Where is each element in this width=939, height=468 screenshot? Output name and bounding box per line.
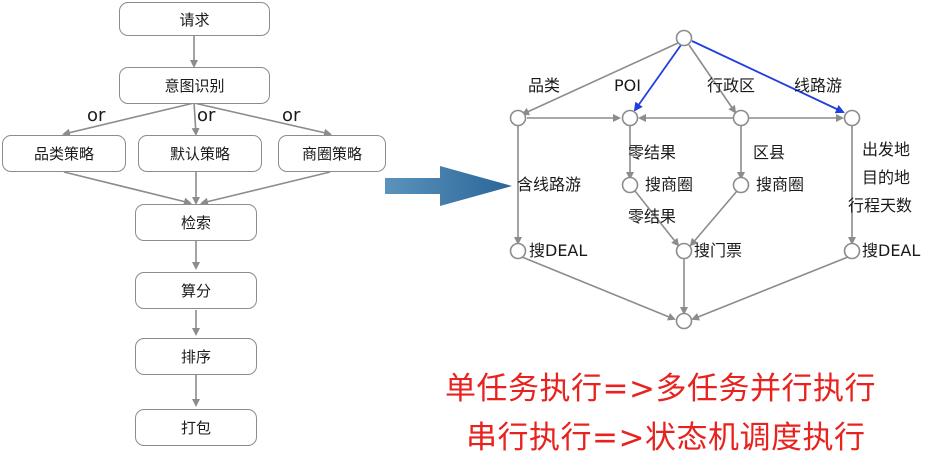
departure-label: 出发地 <box>862 140 911 159</box>
zero-result-1-label: 零结果 <box>628 143 677 162</box>
summary-line-2: 串行执行=>状态机调度执行 <box>466 420 866 456</box>
request-box: 请求 <box>119 2 270 36</box>
biz-strategy-box: 商圈策略 <box>278 135 386 172</box>
edge-root-route <box>691 40 845 114</box>
score-label: 算分 <box>180 282 211 300</box>
search-box: 检索 <box>135 204 257 241</box>
search-deal-left-label: 搜DEAL <box>529 241 588 260</box>
destination-label: 目的地 <box>862 168 911 187</box>
edge-root-category <box>521 42 679 116</box>
edge-deal-end <box>521 256 676 321</box>
state-nodes <box>509 29 861 330</box>
search-label: 检索 <box>180 214 211 232</box>
edge-deal2-end <box>691 256 849 321</box>
node-poi <box>621 109 639 127</box>
branch-route-label: 线路游 <box>794 76 843 95</box>
search-biz-2-label: 搜商圈 <box>756 175 805 194</box>
path-category-label: 含线路游 <box>517 175 582 194</box>
edge-intent-biz <box>193 102 332 137</box>
edge-root-district <box>688 44 737 114</box>
default-strategy-label: 默认策略 <box>169 145 230 163</box>
summary-line-1: 单任务执行=>多任务并行执行 <box>445 371 876 407</box>
score-box: 算分 <box>135 272 257 309</box>
edge-biz-ticket <box>634 190 680 247</box>
trip-days-label: 行程天数 <box>848 196 913 215</box>
state-graph-edges <box>514 42 856 321</box>
branch-category-label: 品类 <box>528 76 561 95</box>
default-strategy-box: 默认策略 <box>138 135 262 172</box>
district-county-label: 区县 <box>753 143 786 162</box>
node-route <box>843 109 861 127</box>
node-deal-right <box>843 242 861 260</box>
or-label-1: or <box>87 105 106 126</box>
node-end <box>675 312 693 330</box>
node-category <box>509 109 527 127</box>
search-deal-right-label: 搜DEAL <box>862 241 921 260</box>
node-district <box>732 109 750 127</box>
edge-intent-category <box>62 102 195 137</box>
edge-intent-default <box>191 102 200 136</box>
branch-district-label: 行政区 <box>707 76 756 95</box>
request-label: 请求 <box>179 10 210 29</box>
pack-box: 打包 <box>135 409 257 446</box>
zero-result-2-label: 零结果 <box>628 207 677 226</box>
state-graph-highlight-edges <box>633 40 845 114</box>
search-biz-1-label: 搜商圈 <box>645 175 694 194</box>
or-label-2: or <box>197 105 216 126</box>
flowchart-connectors <box>62 34 332 407</box>
node-biz-1 <box>621 176 639 194</box>
edge-category-search <box>63 171 192 206</box>
edge-biz2-ticket <box>689 190 738 247</box>
search-ticket-label: 搜门票 <box>694 241 743 260</box>
category-strategy-box: 品类策略 <box>2 135 126 172</box>
category-strategy-label: 品类策略 <box>33 145 94 163</box>
sort-box: 排序 <box>135 338 257 375</box>
node-root <box>675 29 693 47</box>
transition-arrow <box>385 166 512 206</box>
biz-strategy-label: 商圈策略 <box>301 145 362 163</box>
node-biz-2 <box>732 176 750 194</box>
edge-biz-search <box>200 171 331 206</box>
node-ticket <box>675 242 693 260</box>
pack-label: 打包 <box>180 419 211 437</box>
node-deal-left <box>509 242 527 260</box>
branch-poi-label: POI <box>614 76 641 95</box>
intent-box: 意图识别 <box>119 67 270 104</box>
edge-root-poi <box>633 44 682 112</box>
sort-label: 排序 <box>180 348 211 366</box>
or-label-3: or <box>282 105 301 126</box>
intent-label: 意图识别 <box>164 77 225 95</box>
